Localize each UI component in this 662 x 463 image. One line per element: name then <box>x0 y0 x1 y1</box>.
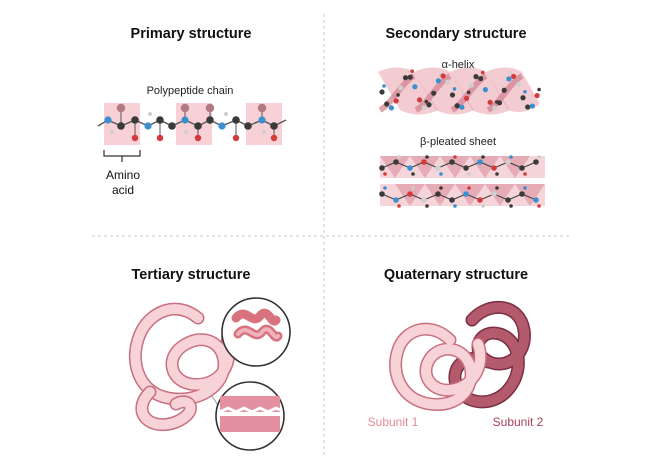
quaternary-fold <box>389 300 531 411</box>
helix-atoms <box>379 69 541 111</box>
beta-pleated-sheet <box>379 155 545 208</box>
subunit-2-label: Subunit 2 <box>492 415 544 429</box>
subunit-1-label: Subunit 1 <box>367 415 419 429</box>
chain-atoms <box>104 103 278 142</box>
sheet-atoms <box>379 155 541 208</box>
tertiary-fold <box>128 297 291 451</box>
polypeptide-chain <box>97 103 287 162</box>
amino-acid-bracket-icon <box>103 150 141 162</box>
quaternary-structure-title: Quaternary structure <box>383 267 529 283</box>
primary-structure-title: Primary structure <box>130 26 252 42</box>
alpha-helix-label: α-helix <box>441 59 475 71</box>
magnifier-circle-icon <box>215 381 285 451</box>
alpha-helix <box>378 67 541 115</box>
beta-sheet-label: β-pleated sheet <box>419 136 497 148</box>
amino-acid-label-line2: acid <box>111 183 135 197</box>
amino-acid-label-line1: Amino <box>105 168 141 182</box>
secondary-structure-title: Secondary structure <box>385 26 527 42</box>
magnifier-circle-icon <box>221 297 291 367</box>
polypeptide-chain-label: Polypeptide chain <box>146 85 234 97</box>
tertiary-structure-title: Tertiary structure <box>131 267 251 283</box>
chain-backbone <box>97 119 287 127</box>
